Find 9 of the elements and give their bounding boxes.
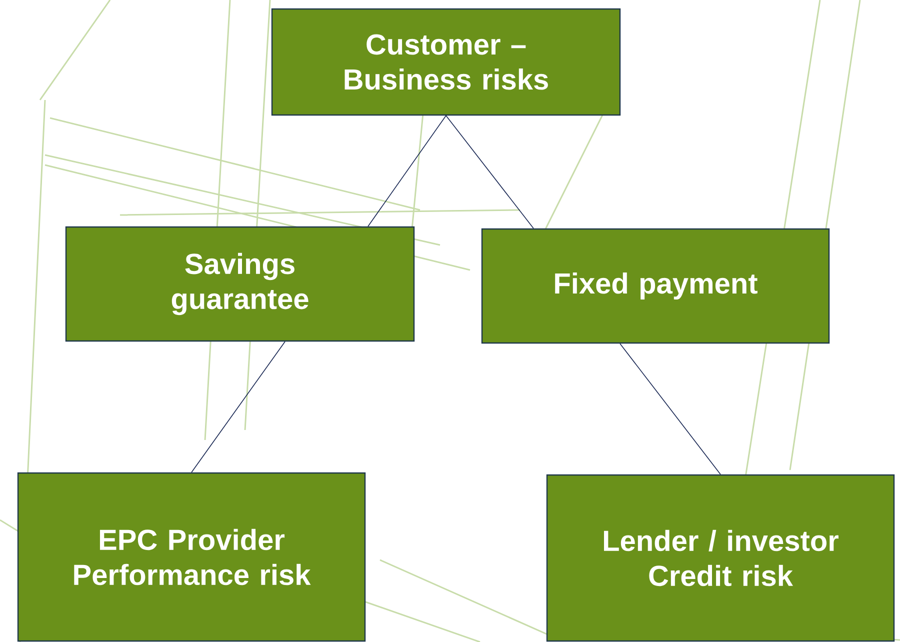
risk-box: Lender / investor Credit risk	[546, 474, 895, 642]
connector-line	[446, 115, 534, 229]
risk-box: Fixed payment	[481, 228, 830, 344]
risk-box: EPC Provider Performance risk	[17, 472, 366, 642]
risk-box: Customer – Business risks	[271, 8, 621, 116]
risk-box: Savings guarantee	[65, 226, 415, 342]
connector-line	[191, 341, 286, 473]
connector-line	[620, 343, 721, 475]
connector-line	[368, 115, 446, 227]
